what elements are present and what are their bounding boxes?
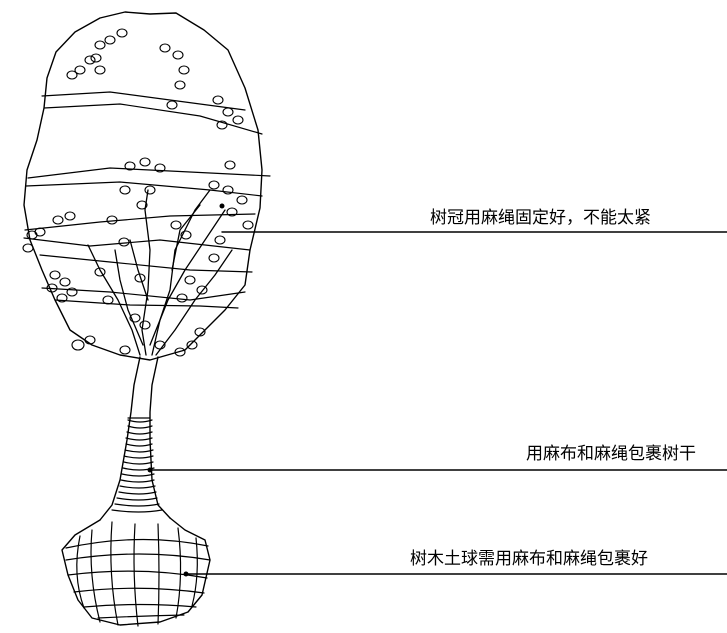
rootball-wrap — [65, 521, 211, 627]
branches — [87, 189, 233, 356]
trunk-annotation: 用麻布和麻绳包裹树干 — [526, 444, 696, 464]
crown-ropes — [23, 91, 271, 309]
trunk-wrap — [111, 417, 163, 513]
trunk-right — [149, 356, 171, 519]
crown-annotation: 树冠用麻绳固定好，不能太紧 — [430, 208, 651, 228]
trunk-left — [99, 356, 141, 521]
rootball-annotation: 树木土球需用麻布和麻绳包裹好 — [410, 549, 648, 569]
leaves — [22, 28, 254, 357]
rootball-outline — [61, 517, 211, 626]
crown-outline — [23, 11, 263, 361]
